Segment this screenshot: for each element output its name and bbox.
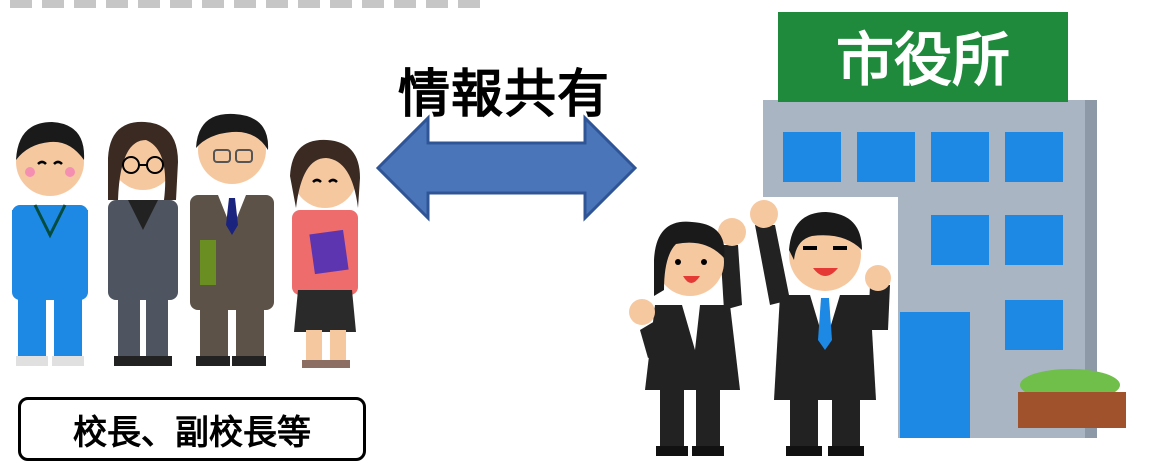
top-dashed-line <box>0 0 500 10</box>
info-share-label: 情報共有 <box>398 65 611 125</box>
school-staff-label: 校長、副校長等 <box>18 397 366 461</box>
businesswoman-icon <box>629 218 746 456</box>
teacher-man-glasses-icon <box>190 113 274 366</box>
city-hall-sign: 市役所 <box>836 26 1010 94</box>
businessman-icon <box>750 200 891 456</box>
teacher-woman-glasses-icon <box>108 121 178 366</box>
teacher-man-blue-icon <box>12 122 88 366</box>
double-arrow-icon <box>375 114 638 222</box>
teacher-woman-pink-icon <box>290 139 360 368</box>
